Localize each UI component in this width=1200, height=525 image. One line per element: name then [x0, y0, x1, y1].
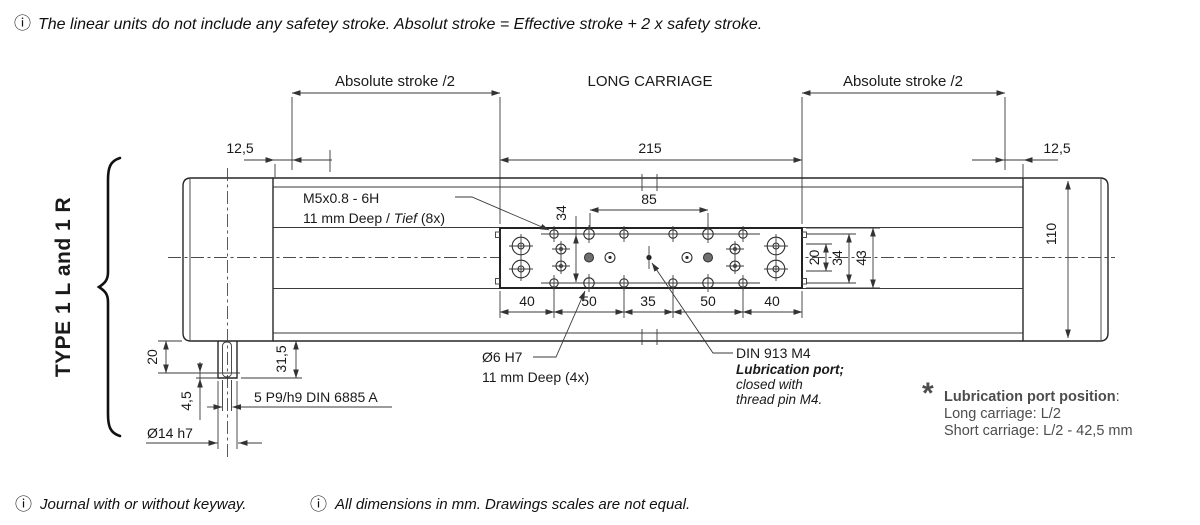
callout-lube-port: DIN 913 M4 Lubrication port; closed with…	[651, 262, 844, 407]
keyway-label: 5 P9/h9 DIN 6885 A	[254, 389, 378, 405]
unit-body	[168, 168, 1115, 458]
callout-dowel: Ø6 H7 11 mm Deep (4x)	[482, 290, 589, 385]
counterbore-holes	[509, 234, 788, 281]
carriage-dimensions: 85 34 40 50 35 50 40 20 34 43 110	[499, 180, 1071, 339]
lube-callout-line2: Lubrication port;	[736, 362, 844, 377]
dim-315-journal: 31,5	[273, 345, 289, 372]
shaft-outline	[217, 341, 238, 379]
top-note-text: The linear units do not include any safe…	[38, 16, 762, 33]
top-dimensions: Absolute stroke /2 LONG CARRIAGE Absolut…	[226, 73, 1071, 224]
lube-note-title: Lubrication port position:	[944, 389, 1120, 405]
dim-215: 215	[638, 140, 662, 156]
dim-20-right: 20	[806, 250, 822, 266]
lube-note-line2: Short carriage: L/2 - 42,5 mm	[944, 423, 1133, 439]
journal: 20 31,5 4,5 5 P9/h9 DIN 6885 A Ø14 h7	[144, 340, 392, 449]
dim-45-journal: 4,5	[178, 391, 194, 411]
dim-chain-40b: 40	[764, 293, 780, 309]
dowel-callout-line1: Ø6 H7	[482, 349, 523, 365]
lube-callout-line3: closed with	[736, 377, 803, 392]
centerline-holes	[584, 246, 713, 269]
footer-left-text: Journal with or without keyway.	[39, 496, 246, 513]
m5-callout-line1: M5x0.8 - 6H	[303, 190, 379, 206]
dim-34-right: 34	[829, 250, 845, 266]
m5-callout-line2: 11 mm Deep / Tief (8x)	[303, 210, 445, 226]
dim-85: 85	[641, 191, 657, 207]
info-icon-footer-right: ⓘ	[310, 495, 327, 514]
stroke-label-right: Absolute stroke /2	[843, 73, 963, 90]
callout-m5: M5x0.8 - 6H 11 mm Deep / Tief (8x)	[303, 190, 550, 231]
lube-callout-line4: thread pin M4.	[736, 392, 822, 407]
carriage	[495, 225, 807, 292]
asterisk: *	[922, 377, 934, 410]
type-label-group: TYPE 1 L and 1 R	[52, 156, 122, 438]
dim-20-journal: 20	[144, 349, 160, 365]
dim-125-right: 12,5	[1043, 140, 1070, 156]
top-note: ⓘ The linear units do not include any sa…	[14, 14, 762, 33]
lubrication-note: * Lubrication port position: Long carria…	[922, 377, 1133, 439]
dim-chain-40a: 40	[519, 293, 535, 309]
info-icon-footer-left: ⓘ	[15, 495, 32, 514]
right-end-cap	[1022, 177, 1109, 342]
lube-note-line1: Long carriage: L/2	[944, 406, 1061, 422]
type-brace	[96, 156, 122, 438]
type-label: TYPE 1 L and 1 R	[52, 197, 75, 377]
thread-pair-holes	[552, 241, 744, 274]
long-carriage-label: LONG CARRIAGE	[587, 73, 712, 90]
left-end-cap	[182, 177, 274, 342]
dim-34-carriage: 34	[553, 205, 569, 221]
footer-right-text: All dimensions in mm. Drawings scales ar…	[334, 496, 690, 513]
lube-callout-line1: DIN 913 M4	[736, 345, 811, 361]
dim-chain-35: 35	[640, 293, 656, 309]
shaft-diameter-label: Ø14 h7	[147, 425, 193, 441]
dim-43-right: 43	[853, 250, 869, 266]
hole-row-top	[549, 225, 748, 243]
footer-notes: ⓘ Journal with or without keyway. ⓘ All …	[15, 495, 690, 514]
info-icon: ⓘ	[14, 14, 31, 33]
dim-110: 110	[1043, 223, 1059, 246]
keyway-slot	[222, 341, 232, 378]
dim-chain-50a: 50	[581, 293, 597, 309]
dim-chain-50b: 50	[700, 293, 716, 309]
stroke-label-left: Absolute stroke /2	[335, 73, 455, 90]
dowel-callout-line2: 11 mm Deep (4x)	[482, 369, 589, 385]
dim-125-left: 12,5	[226, 140, 253, 156]
